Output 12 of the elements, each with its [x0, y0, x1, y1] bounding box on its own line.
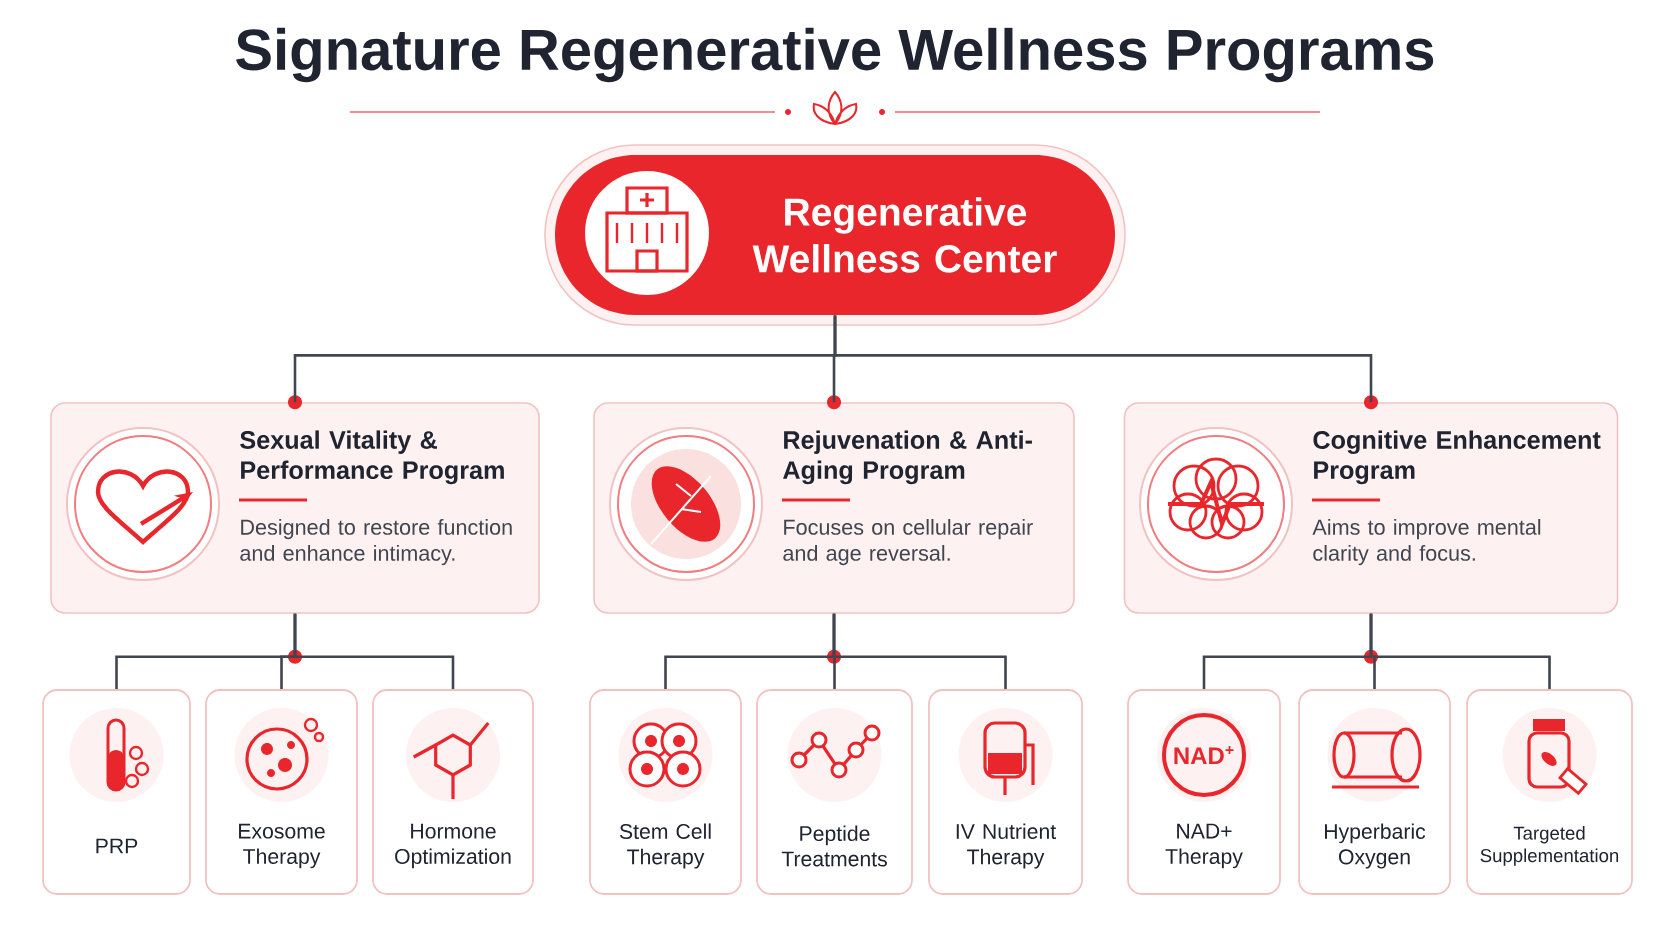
- connector: [293, 613, 455, 690]
- treatment-card: PRP: [42, 689, 191, 895]
- title: Signature Regenerative Wellness Programs: [236, 27, 1434, 83]
- connector: [833, 315, 1373, 403]
- treatment-card: IV Nutrient Therapy: [928, 689, 1083, 895]
- connector: [1369, 613, 1551, 690]
- connector: [832, 613, 1007, 690]
- treatment-card: Peptide Treatments: [756, 689, 913, 895]
- treatment-card: Hormone Optimization: [372, 689, 534, 895]
- treatment-card: Exosome Therapy: [205, 689, 358, 895]
- treatment-card: Hyperbaric Oxygen: [1298, 689, 1451, 895]
- treatment-card: Targeted Supplementation: [1466, 689, 1633, 895]
